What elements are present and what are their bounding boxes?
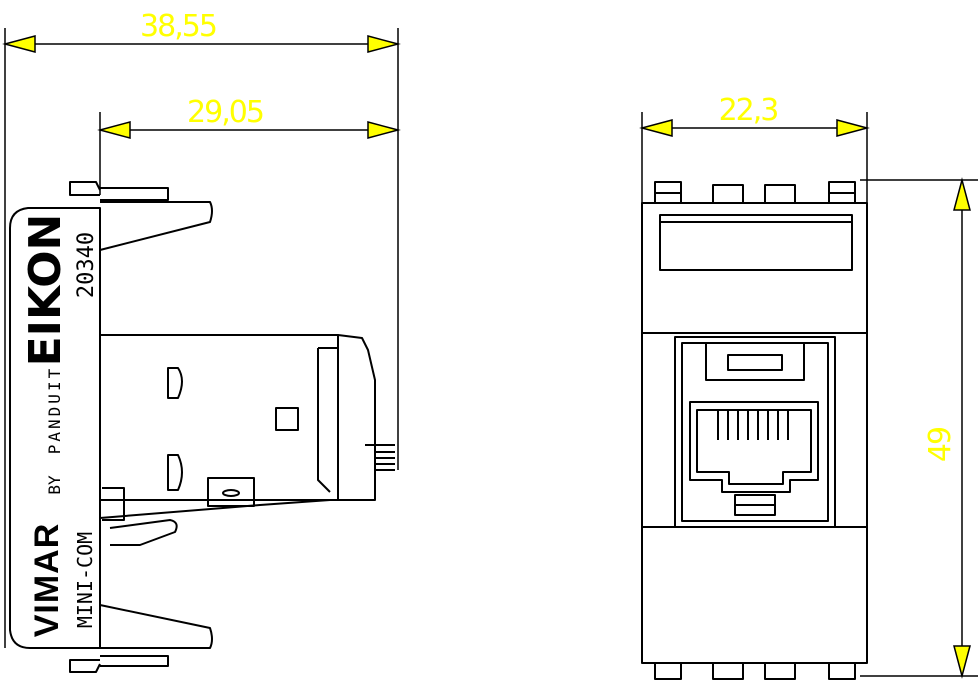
- arrowhead: [367, 35, 401, 53]
- arrowhead: [836, 119, 870, 137]
- dim-body-depth: 29,05: [187, 95, 263, 130]
- dim-front-width: 22,3: [719, 93, 778, 128]
- dim-overall-width: 38,55: [140, 9, 216, 44]
- side-view: [9, 181, 395, 673]
- arrowhead: [639, 119, 673, 137]
- arrowhead: [2, 35, 36, 53]
- partner-label: PANDUIT: [45, 366, 64, 454]
- arrowhead: [97, 121, 131, 139]
- arrowhead: [953, 177, 971, 211]
- brand-label: EIKON: [20, 214, 71, 367]
- dim-front-height: 49: [923, 428, 958, 462]
- maker-label: VIMAR: [28, 523, 66, 638]
- arrowhead: [367, 121, 401, 139]
- by-label: BY: [45, 475, 64, 495]
- arrowhead: [953, 645, 971, 679]
- front-view: [641, 181, 868, 680]
- series-label: MINI-COM: [73, 532, 97, 628]
- code-label: 20340: [74, 232, 99, 298]
- rj45-pins: [717, 410, 789, 440]
